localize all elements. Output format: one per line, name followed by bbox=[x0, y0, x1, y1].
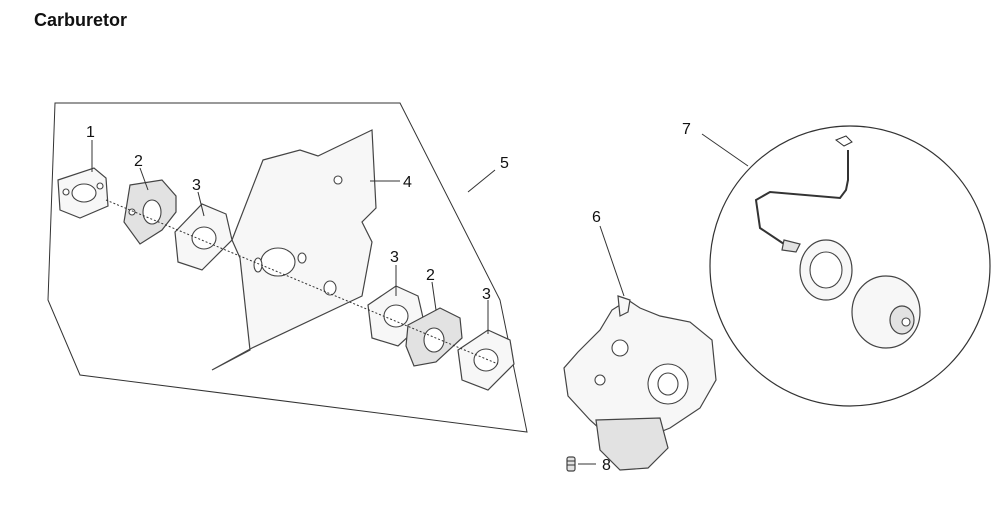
leader-7 bbox=[701, 133, 749, 167]
leader-2b bbox=[431, 281, 437, 311]
part-6-carburetor[interactable] bbox=[563, 295, 717, 471]
leader-6 bbox=[599, 225, 625, 297]
callout-2-right: 2 bbox=[426, 267, 435, 284]
part-4-heat-shield[interactable] bbox=[211, 129, 377, 371]
callout-4: 4 bbox=[403, 174, 412, 191]
callout-8: 8 bbox=[602, 457, 611, 474]
callout-1: 1 bbox=[86, 124, 95, 141]
leader-3a bbox=[197, 191, 205, 217]
part-2-insulator-left[interactable] bbox=[123, 179, 177, 245]
callout-2-left: 2 bbox=[134, 153, 143, 170]
part-3-gasket-right-lower[interactable] bbox=[457, 329, 515, 391]
part-7-primer-bulb-assembly[interactable] bbox=[709, 125, 991, 407]
part-8-screw[interactable] bbox=[566, 456, 576, 472]
leader-2a bbox=[139, 167, 149, 191]
part-1-gasket[interactable] bbox=[57, 167, 109, 219]
callout-7: 7 bbox=[682, 121, 691, 138]
callout-3-right-upper: 3 bbox=[390, 249, 399, 266]
part-2-insulator-right[interactable] bbox=[405, 307, 463, 367]
callout-5: 5 bbox=[500, 155, 509, 172]
page-title: Carburetor bbox=[34, 10, 128, 30]
alignment-line bbox=[105, 199, 499, 365]
callout-3-left: 3 bbox=[192, 177, 201, 194]
callout-3-right-lower: 3 bbox=[482, 286, 491, 303]
assembly-frame-5 bbox=[47, 102, 528, 433]
callout-6: 6 bbox=[592, 209, 601, 226]
leader-5 bbox=[467, 169, 496, 193]
